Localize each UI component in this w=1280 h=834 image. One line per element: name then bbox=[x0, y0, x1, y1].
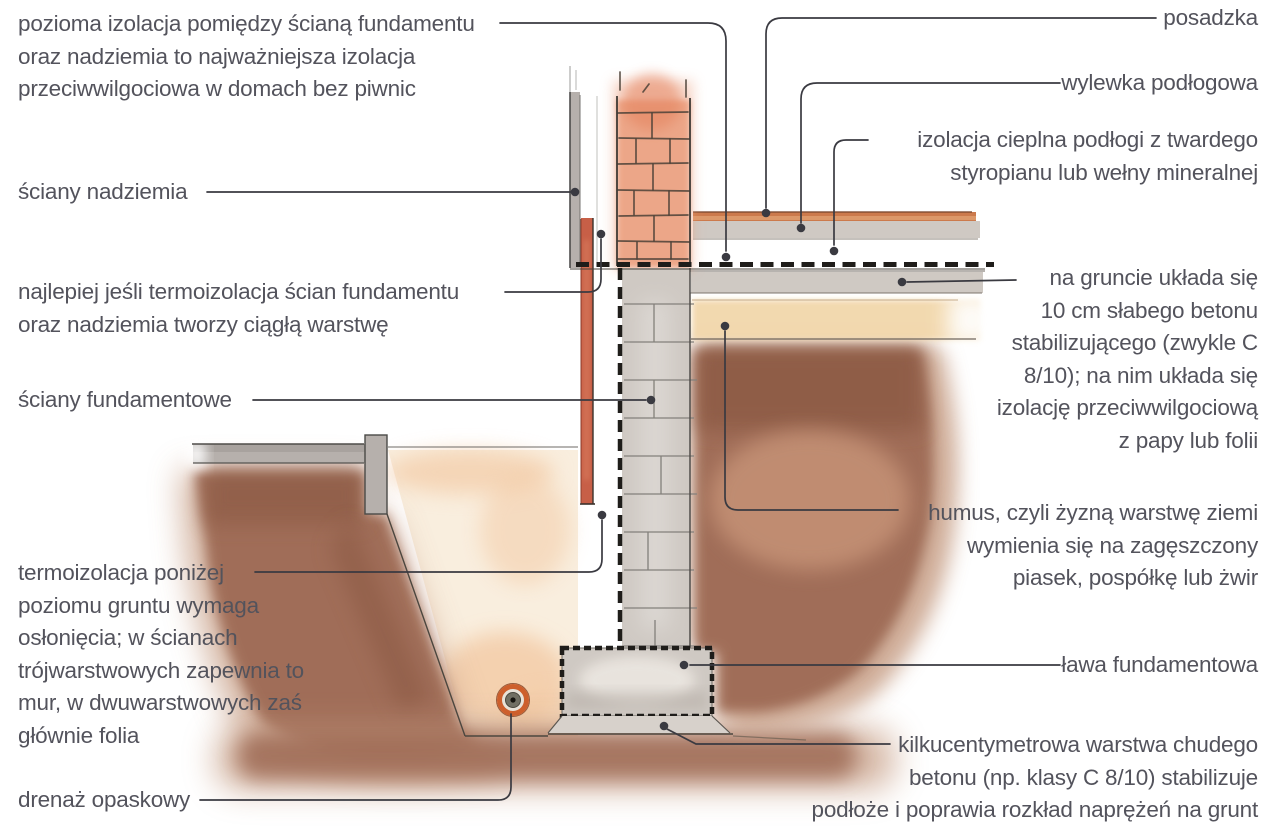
label-chudy-beton: kilkucentymetrowa warstwa chudego betonu… bbox=[811, 732, 1259, 822]
leader-lines bbox=[199, 17, 1157, 801]
label-lawa-fundamentowa: ława fundamentowa bbox=[1061, 652, 1258, 677]
leader-chudy-beton bbox=[666, 728, 891, 745]
soil-right bbox=[693, 345, 958, 730]
excavation-pit bbox=[385, 450, 605, 737]
sand-layer bbox=[691, 295, 996, 345]
leader-posadzka bbox=[765, 17, 1157, 209]
label-posadzka: posadzka bbox=[1163, 5, 1258, 30]
soil-bottom bbox=[215, 728, 895, 790]
label-termoizolacja-ponizej: termoizolacja poniżej poziomu gruntu wym… bbox=[18, 560, 304, 748]
excavation-lines bbox=[386, 513, 548, 737]
label-najlepiej-termoizolacja: najlepiej jeśli termoizolacja ścian fund… bbox=[18, 279, 460, 337]
label-sciany-nadziemia: ściany nadziemia bbox=[18, 179, 188, 204]
soil-left bbox=[180, 466, 500, 778]
screed-layer bbox=[693, 221, 980, 240]
foundation-wall bbox=[622, 268, 697, 648]
leader-najlepiej bbox=[504, 238, 602, 293]
leader-drenaz bbox=[199, 713, 512, 801]
leader-izolacja-cieplna bbox=[833, 139, 869, 246]
label-pozioma-izolacja: pozioma izolacja pomiędzy ścianą fundame… bbox=[18, 11, 475, 101]
label-sciany-fundamentowe: ściany fundamentowe bbox=[18, 387, 232, 412]
label-na-gruncie: na gruncie układa się 10 cm słabego beto… bbox=[996, 265, 1258, 453]
damp-proof-membranes bbox=[570, 262, 994, 649]
leader-pozioma-izolacja bbox=[499, 22, 727, 252]
label-izolacja-cieplna: izolacja cieplna podłogi z twardego styr… bbox=[917, 127, 1258, 185]
label-drenaz-opaskowy: drenaż opaskowy bbox=[18, 787, 191, 812]
curb-block bbox=[364, 434, 388, 515]
leader-humus bbox=[724, 330, 899, 511]
perimeter-insulation-strip bbox=[580, 218, 595, 505]
footing bbox=[559, 645, 715, 719]
lean-concrete bbox=[547, 715, 807, 741]
drain-pipe bbox=[496, 683, 530, 717]
label-wylewka-podlogowa: wylewka podłogowa bbox=[1061, 70, 1258, 95]
brick-wall bbox=[612, 71, 694, 270]
leader-termoizolacja bbox=[254, 519, 603, 573]
leader-wylewka bbox=[800, 82, 1061, 224]
label-humus: humus, czyli żyzną warstwę ziemi wymieni… bbox=[928, 500, 1258, 590]
leader-na-gruncie bbox=[906, 279, 1017, 283]
stabilizing-concrete-slab bbox=[690, 270, 985, 294]
terrain-band bbox=[186, 434, 578, 515]
floor-layers bbox=[693, 211, 980, 240]
